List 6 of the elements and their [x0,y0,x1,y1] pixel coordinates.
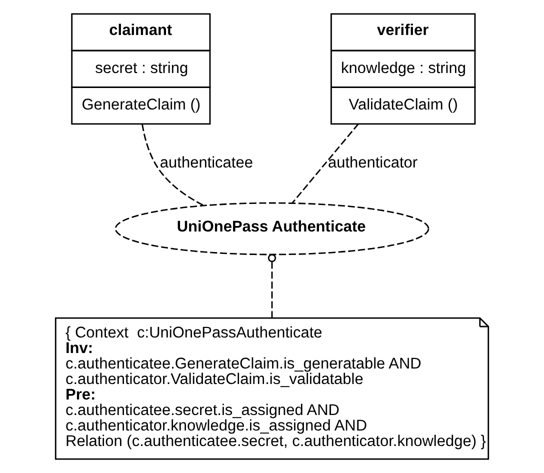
edge-label: authenticator [328,154,418,172]
edge-label: authenticatee [160,154,253,172]
connector [268,254,276,318]
connector [292,123,359,204]
connector [142,124,204,206]
node-ellipse: UniOnePass Authenticate [114,202,430,256]
